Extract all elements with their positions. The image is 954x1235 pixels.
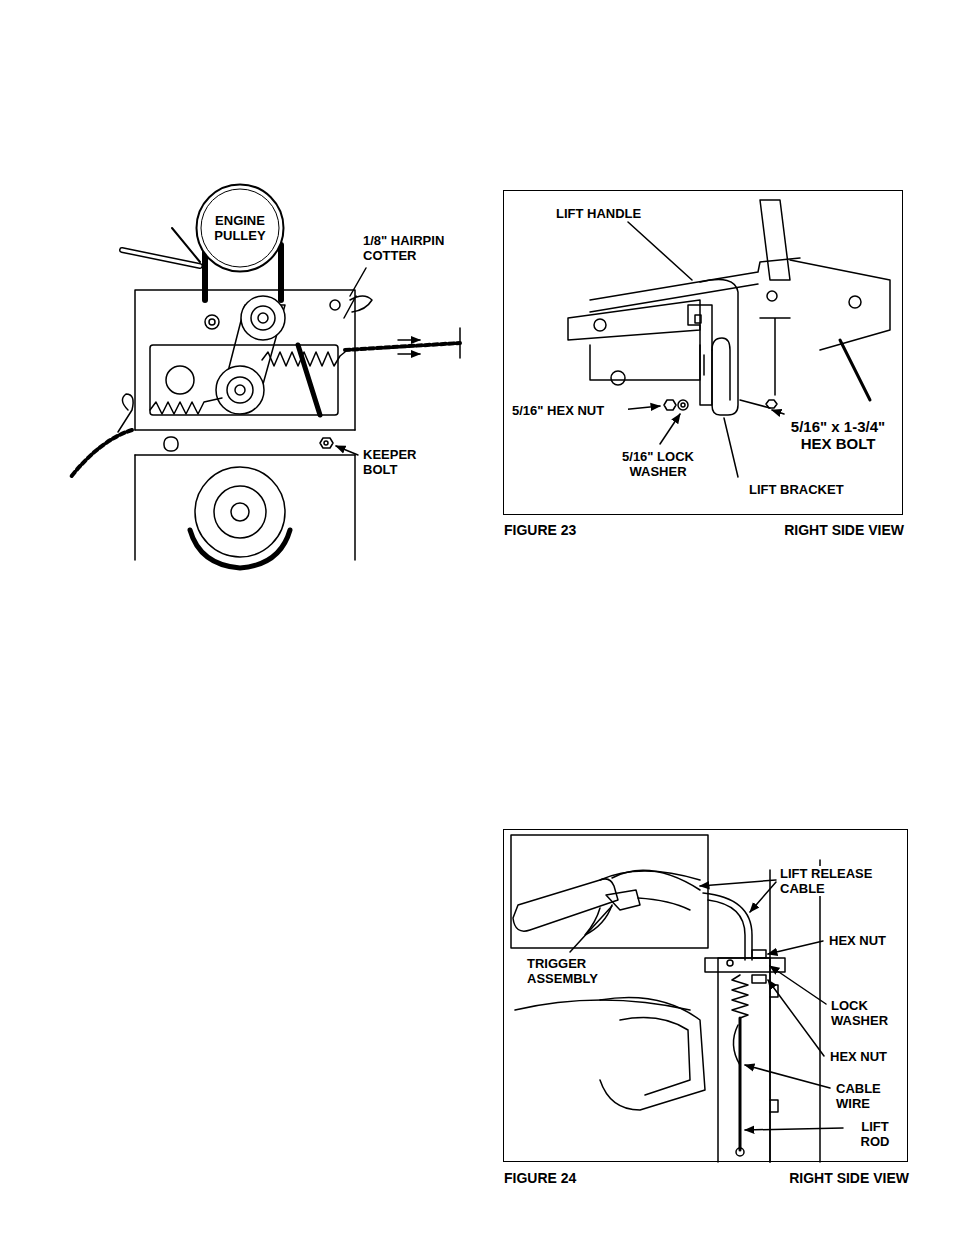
part-label: TRIGGER ASSEMBLY — [526, 956, 620, 986]
part-label: LIFT ROD — [848, 1119, 902, 1149]
figure-frame: LIFT HANDLE 5/16" HEX NUT 5/16" LOCK WASHE… — [503, 190, 903, 515]
view-label: RIGHT SIDE VIEW — [693, 523, 905, 538]
part-label: KEEPER BOLT — [362, 447, 444, 477]
view-label: RIGHT SIDE VIEW — [698, 1171, 910, 1186]
part-label: 1/8" HAIRPIN COTTER — [362, 233, 474, 263]
part-label: HEX NUT — [828, 933, 905, 948]
part-label: LIFT BRACKET — [748, 482, 870, 497]
figure-frame: LIFT RELEASE CABLE HEX NUT LOCK WASHER HEX … — [503, 829, 908, 1162]
part-label: LOCK WASHER — [830, 998, 904, 1028]
figure-caption: FIGURE 24 — [503, 1171, 655, 1186]
engine-pulley: ENGINE PULLEY — [195, 183, 285, 273]
part-label: 5/16" HEX NUT — [511, 403, 628, 418]
part-label: 5/16" x 1-3/4" HEX BOLT — [776, 418, 900, 452]
part-label: LIFT RELEASE CABLE — [779, 866, 899, 896]
part-label: HEX NUT — [829, 1049, 906, 1064]
figure-caption: FIGURE 23 — [503, 523, 655, 538]
part-label: LIFT HANDLE — [555, 206, 677, 221]
pulley-label: ENGINE PULLEY — [204, 213, 276, 243]
part-label: CABLE WIRE — [835, 1081, 899, 1111]
part-label: 5/16" LOCK WASHER — [612, 449, 704, 479]
